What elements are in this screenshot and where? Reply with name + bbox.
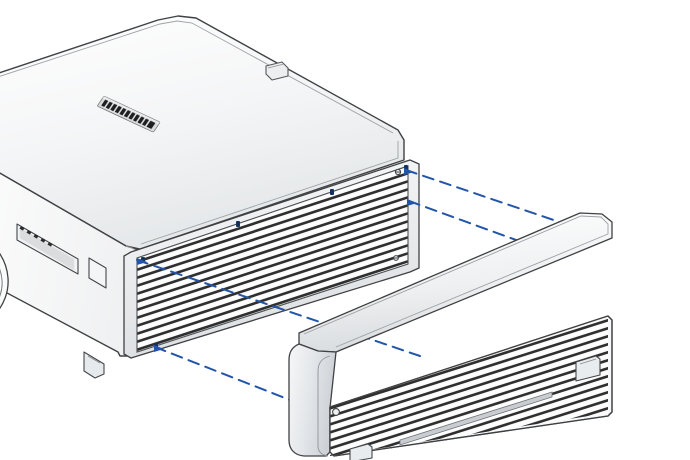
screw-top-right xyxy=(394,168,402,176)
subject-text: projector air-filter cover removal / ins… xyxy=(2,3,316,20)
guide-line-bottom xyxy=(154,346,291,401)
guide-line-top xyxy=(405,169,587,232)
top-latch-tab xyxy=(265,61,289,81)
indicator-lamps xyxy=(19,226,53,247)
hinge-pin xyxy=(332,408,340,416)
top-cover-seam-right xyxy=(140,141,399,245)
projection-lens xyxy=(0,253,9,310)
top-flange-seam xyxy=(303,215,609,348)
end-cap-edge xyxy=(317,355,331,457)
adjustable-front-foot xyxy=(83,351,105,379)
status-indicator-panel xyxy=(16,223,79,275)
mount-tab-right xyxy=(575,355,601,382)
lower-recess-band xyxy=(399,391,553,446)
rounded-left-end-cap xyxy=(288,343,337,457)
grille-inner-outline xyxy=(136,165,409,353)
guide-line-middle xyxy=(136,259,421,357)
brand-logo xyxy=(97,96,161,133)
logo-text: Panasonic xyxy=(2,0,77,12)
screw-bottom-right xyxy=(393,255,399,261)
guide-arrowheads xyxy=(137,168,417,352)
grille-label: air-intake-grille xyxy=(2,19,107,36)
square-port-cover xyxy=(88,257,107,289)
filter-label: air-filter-cover xyxy=(2,27,100,44)
filter-face-outline xyxy=(329,315,613,457)
top-cover-seam xyxy=(0,20,394,134)
